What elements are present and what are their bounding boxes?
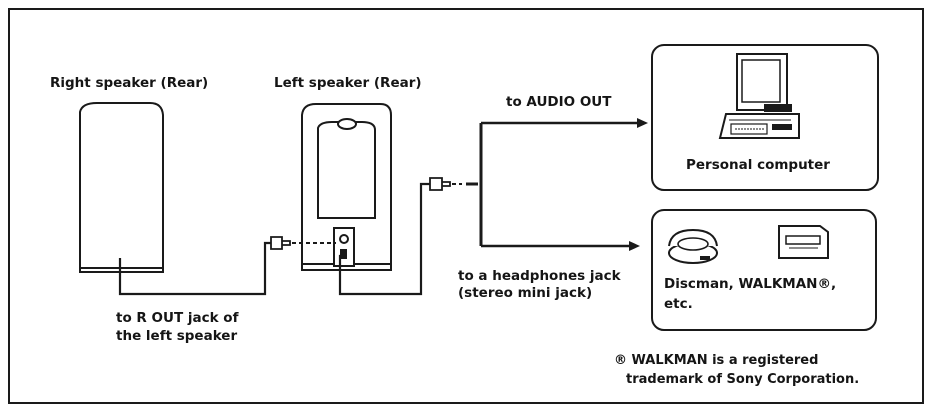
computer-icon bbox=[718, 53, 800, 139]
discman-icon bbox=[668, 228, 718, 264]
right-speaker bbox=[79, 102, 164, 273]
etc-label: etc. bbox=[664, 296, 693, 312]
walkman-icon bbox=[778, 225, 829, 259]
headphones-jack-label: to a headphones jack bbox=[458, 268, 621, 284]
arrow-to-computer bbox=[637, 118, 648, 128]
speaker-cable-plug bbox=[270, 236, 291, 250]
trademark-note-line2: trademark of Sony Corporation. bbox=[626, 372, 860, 387]
trademark-note-line1: ® WALKMAN is a registered bbox=[614, 353, 819, 368]
r-out-jack bbox=[339, 234, 349, 244]
diagram-frame bbox=[8, 8, 924, 404]
stereo-mini-jack-label: (stereo mini jack) bbox=[458, 285, 593, 301]
personal-computer-label: Personal computer bbox=[686, 157, 830, 173]
left-speaker bbox=[301, 103, 392, 271]
input-cable-plug bbox=[429, 177, 451, 191]
right-speaker-label: Right speaker (Rear) bbox=[50, 75, 209, 91]
input-cable bbox=[338, 182, 430, 296]
speaker-jack bbox=[340, 249, 347, 259]
discman-walkman-label: Discman, WALKMAN®, bbox=[664, 276, 837, 292]
left-speaker-jack-label: the left speaker bbox=[116, 328, 238, 344]
audio-out-label: to AUDIO OUT bbox=[506, 94, 612, 110]
arrow-to-portable-player bbox=[629, 241, 640, 251]
left-speaker-label: Left speaker (Rear) bbox=[274, 75, 422, 91]
r-out-jack-label: to R OUT jack of bbox=[116, 310, 239, 326]
speaker-cable bbox=[118, 241, 271, 296]
